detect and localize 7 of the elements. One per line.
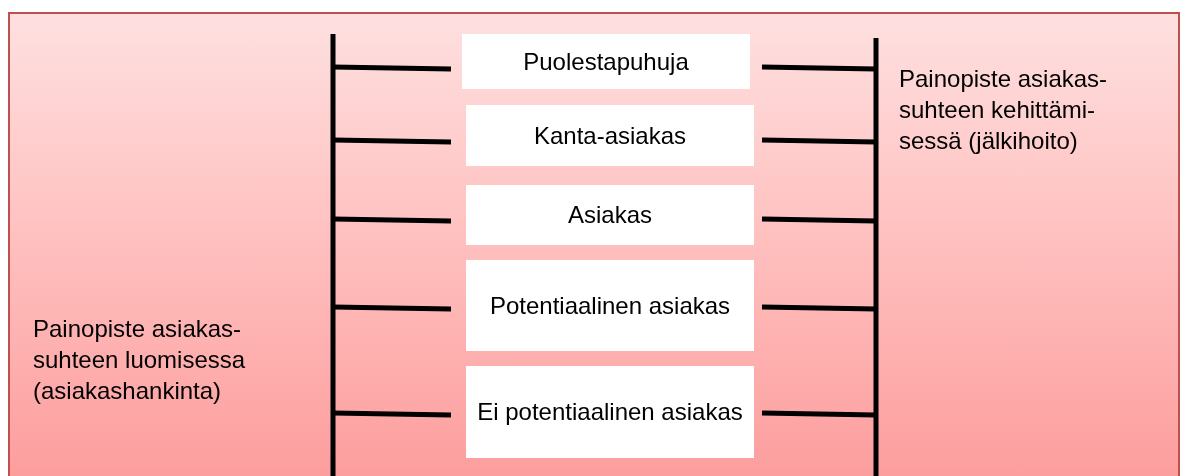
step-box: Ei potentiaalinen asiakas	[466, 366, 754, 458]
step-box: Puolestapuhuja	[462, 34, 750, 89]
step-box: Asiakas	[466, 185, 754, 245]
step-box: Kanta-asiakas	[466, 105, 754, 166]
step-box: Potentiaalinen asiakas	[466, 260, 754, 351]
side-note: Painopiste asiakas- suhteen kehittämi- sessä (jälkihoito)	[899, 64, 1109, 157]
side-note: Painopiste asiakas- suhteen luomisessa (asiakashankinta)	[33, 314, 247, 407]
